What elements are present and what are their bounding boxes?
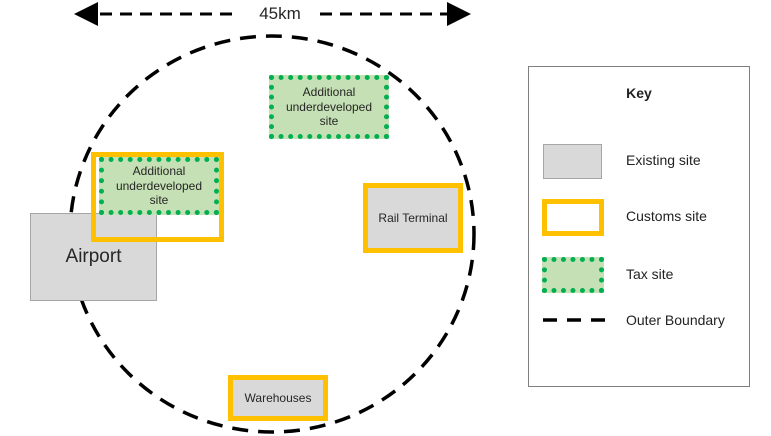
scale-label: 45km [259, 3, 301, 23]
legend-existing-label: Existing site [626, 152, 701, 168]
site-rail-terminal: Rail Terminal [363, 183, 463, 253]
legend-customs-label: Customs site [626, 208, 707, 224]
legend: Key Existing site Customs site Tax site … [528, 66, 750, 387]
legend-tax-label: Tax site [626, 266, 674, 282]
site-additional-west-customs [91, 152, 224, 242]
legend-tax-symbol [542, 257, 604, 293]
site-additional-west-label: Additional underdeveloped site [115, 164, 203, 208]
legend-title: Key [626, 85, 652, 101]
site-additional-west: Additional underdeveloped site [99, 157, 219, 215]
site-additional-north: Additional underdeveloped site [269, 75, 389, 139]
legend-customs-symbol [542, 199, 604, 236]
site-warehouses: Warehouses [228, 375, 328, 421]
site-rail-terminal-label: Rail Terminal [378, 210, 448, 225]
legend-boundary-label: Outer Boundary [626, 312, 725, 328]
site-warehouses-label: Warehouses [244, 390, 312, 405]
site-additional-north-label: Additional underdeveloped site [285, 85, 373, 129]
legend-boundary-symbol [543, 318, 605, 322]
legend-existing-symbol [543, 144, 602, 179]
site-airport-label: Airport [65, 245, 122, 267]
